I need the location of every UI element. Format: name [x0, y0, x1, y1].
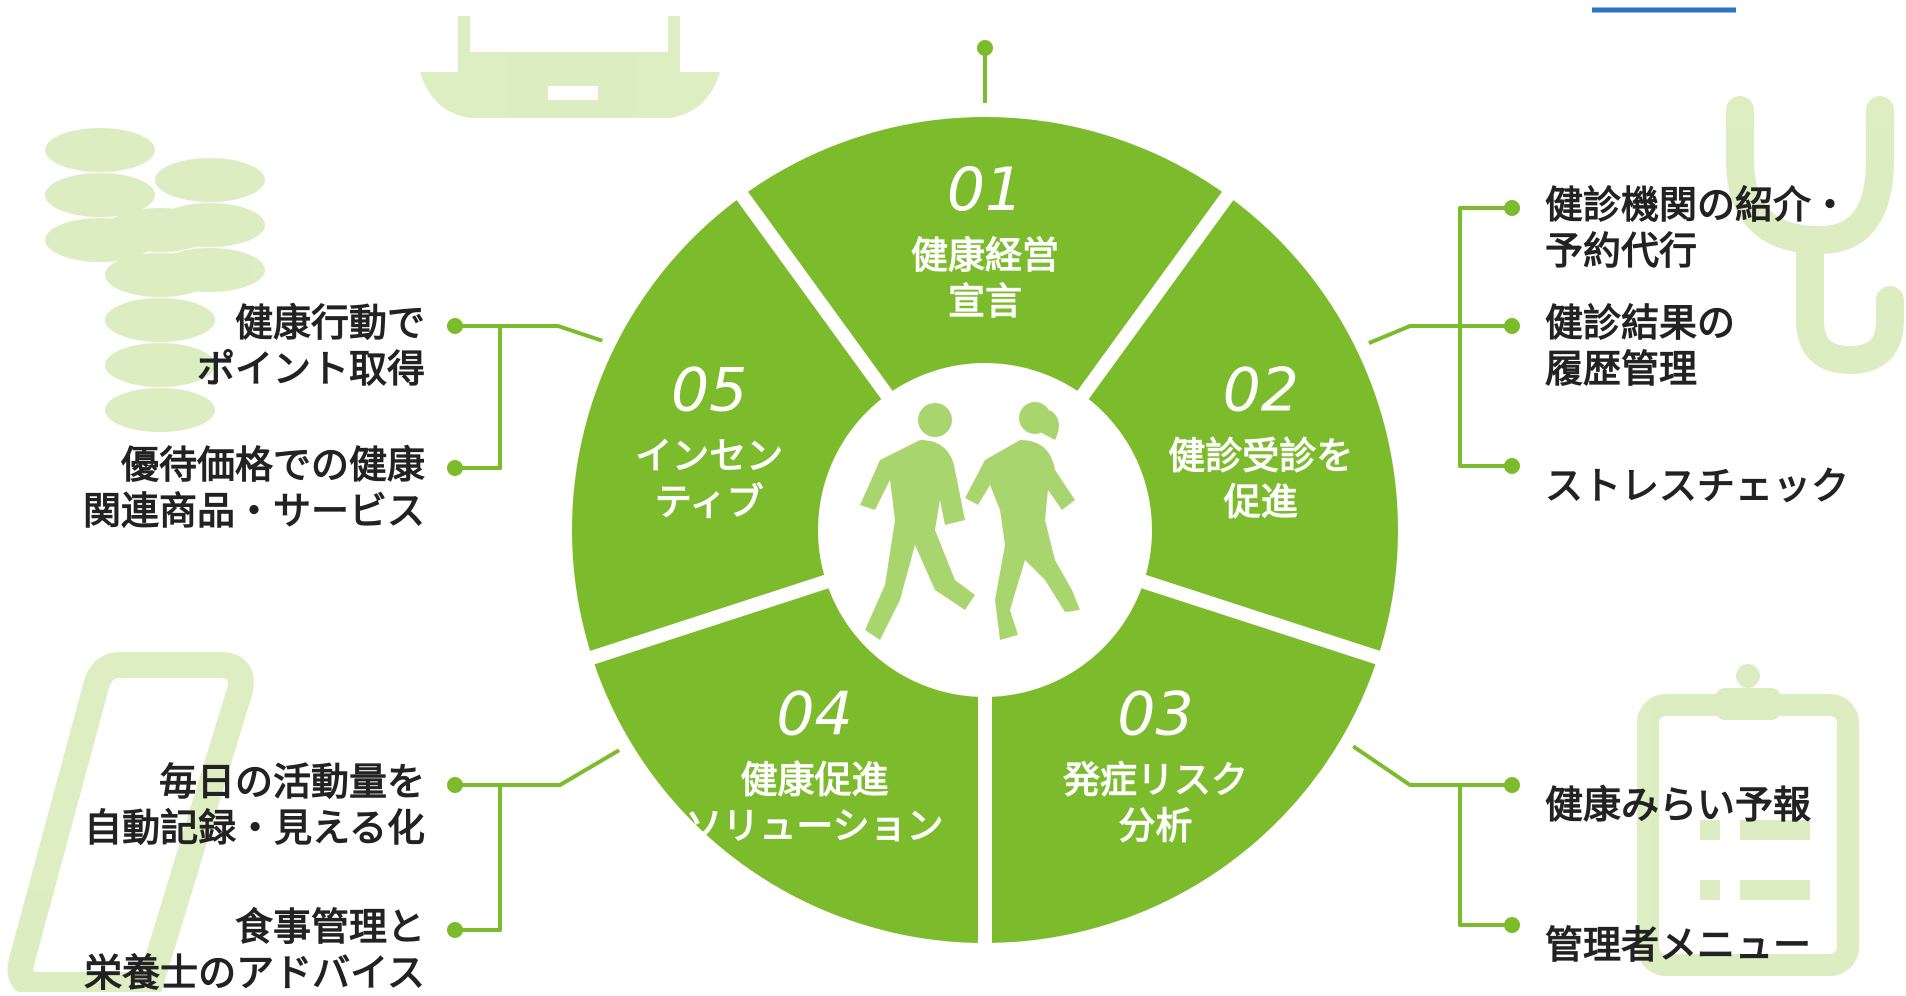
center-circle	[825, 370, 1145, 690]
right-item-text: ストレスチェック	[1545, 464, 1849, 508]
right-item-3: ストレスチェック	[1545, 464, 1849, 508]
left-item-text: 関連商品・サービス	[83, 489, 425, 533]
side-items: 健康行動でポイント取得優待価格での健康関連商品・サービス毎日の活動量を自動記録・…	[83, 183, 1849, 995]
running-people-icon	[860, 402, 1080, 640]
segment-label: 健診受診を	[1168, 434, 1353, 477]
connector-lines	[447, 40, 1520, 938]
left-item-text: ポイント取得	[197, 347, 425, 391]
right-item-5: 管理者メニュー	[1545, 923, 1811, 967]
left-item-text: 健康行動で	[235, 301, 425, 345]
left-item-text: 優待価格での健康	[120, 443, 425, 487]
left-item-text: 栄養士のアドバイス	[84, 951, 425, 992]
left-item-dot	[447, 777, 463, 793]
left-item-dot	[447, 922, 463, 938]
segment-label: 宣言	[948, 280, 1022, 323]
left-item-dot	[447, 460, 463, 476]
segment-number: 05	[671, 355, 747, 425]
segment-label: インセン	[635, 434, 783, 477]
right-item-4: 健康みらい予報	[1545, 783, 1811, 827]
left-item-dot	[447, 318, 463, 334]
left-lower-bracket	[453, 743, 630, 932]
left-item-text: 毎日の活動量を	[159, 760, 425, 804]
coins-icon	[45, 128, 265, 432]
right-item-dot	[1504, 318, 1520, 334]
segment-label: 健康促進	[741, 759, 889, 802]
right-item-1: 健診機関の紹介・予約代行	[1545, 183, 1849, 273]
right-item-text: 管理者メニュー	[1545, 923, 1811, 967]
wheel	[558, 103, 1412, 957]
left-item-text: 食事管理と	[235, 905, 425, 949]
segment-labels: 01健康経営宣言02健診受診を促進03発症リスク分析04健康促進ソリューション0…	[635, 155, 1353, 848]
segment-number: 03	[1117, 680, 1193, 750]
segment-number: 01	[947, 155, 1023, 225]
smartphone-icon	[7, 652, 254, 996]
center-hub	[825, 370, 1145, 690]
right-item-dot	[1504, 458, 1520, 474]
segment-label: 発症リスク	[1062, 759, 1248, 802]
top-pin-dot	[977, 40, 993, 56]
right-item-text: 健診機関の紹介・	[1545, 183, 1849, 227]
clipboard-icon	[1637, 664, 1859, 976]
segment-label: 健康経営	[911, 234, 1059, 277]
right-item-text: 健康みらい予報	[1545, 783, 1811, 827]
right-item-dot	[1504, 917, 1520, 933]
segment-label: 分析	[1118, 805, 1192, 848]
right-lower-bracket	[1336, 734, 1514, 927]
stethoscope-icon	[1726, 96, 1904, 375]
left-upper-bracket	[453, 324, 614, 470]
right-item-dot	[1504, 200, 1520, 216]
right-item-text: 予約代行	[1545, 229, 1697, 273]
segment-label: ソリューション	[685, 805, 943, 848]
segment-label: 促進	[1223, 480, 1298, 523]
left-item-text: 自動記録・見える化	[84, 806, 425, 850]
right-item-dot	[1504, 777, 1520, 793]
segment-number: 02	[1223, 355, 1299, 425]
right-item-text: 健診結果の	[1545, 301, 1735, 345]
right-item-text: 履歴管理	[1545, 347, 1697, 391]
laptop-icon	[420, 16, 720, 118]
right-upper-bracket	[1360, 206, 1514, 468]
segment-number: 04	[776, 680, 852, 750]
segment-label: ティブ	[655, 480, 764, 523]
